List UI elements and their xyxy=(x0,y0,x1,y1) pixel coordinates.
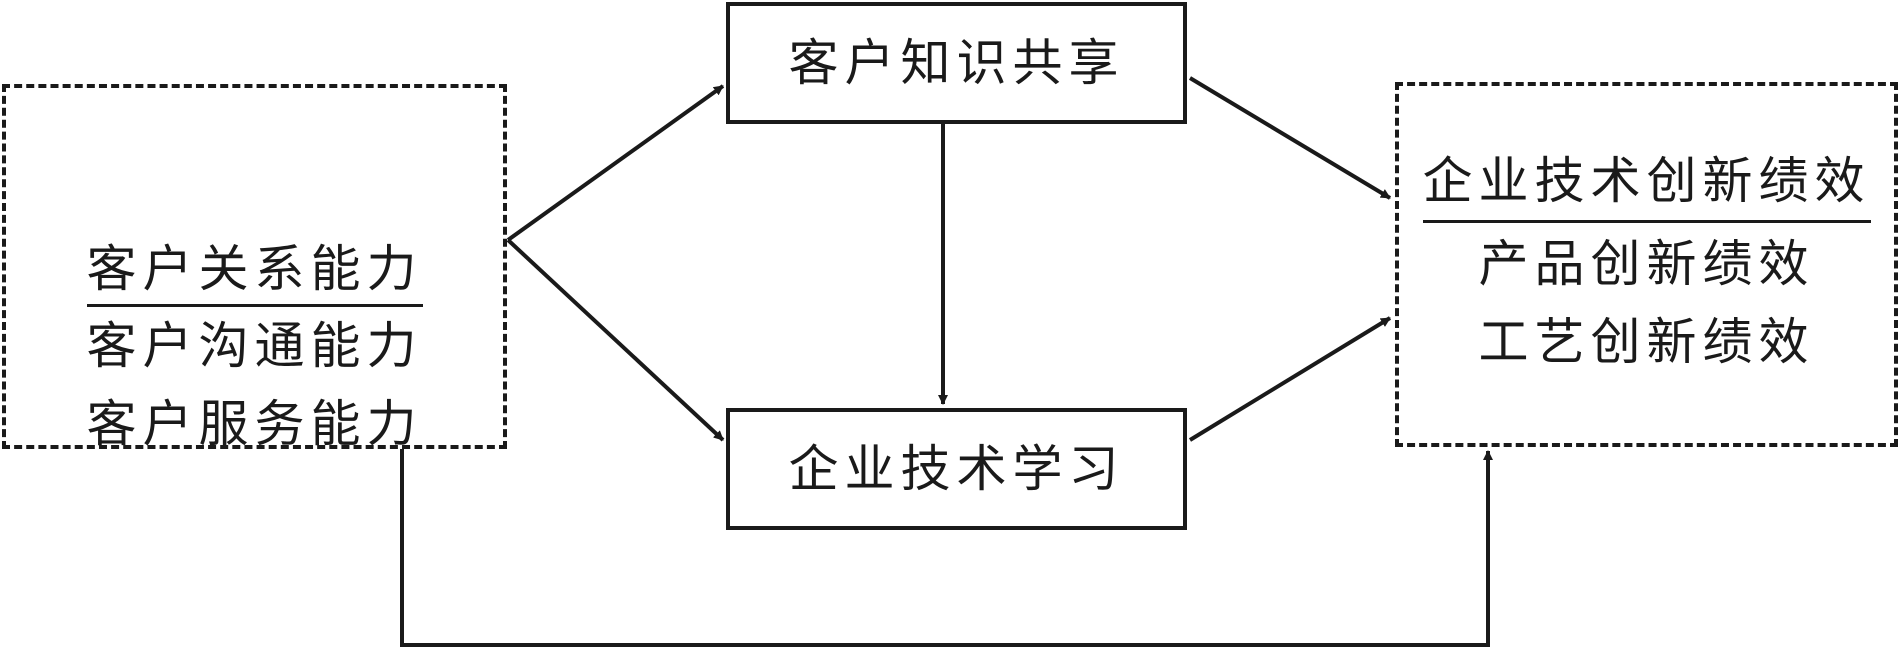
customer-knowledge-sharing-label: 客户知识共享 xyxy=(788,34,1125,92)
customer-service-label: 客户服务能力 xyxy=(86,395,423,453)
enterprise-technology-learning-label: 企业技术学习 xyxy=(788,440,1125,498)
arrow-left-to-top xyxy=(506,84,725,242)
customer-knowledge-sharing-box: 客户知识共享 xyxy=(726,2,1187,124)
technology-innovation-performance-box: 企业技术创新绩效 产品创新绩效 工艺创新绩效 xyxy=(1395,82,1898,447)
customer-communication-label: 客户沟通能力 xyxy=(86,317,423,375)
product-innovation-label: 产品创新绩效 xyxy=(1478,235,1815,293)
innovation-performance-dimensions: 企业技术创新绩效 产品创新绩效 工艺创新绩效 xyxy=(1399,148,1894,381)
customer-relationship-dimensions: 客户关系能力 客户沟通能力 客户服务能力 xyxy=(6,236,503,463)
arrow-left-to-right-direct xyxy=(400,449,1493,647)
innovation-performance-title: 企业技术创新绩效 xyxy=(1422,148,1871,223)
customer-relationship-title: 客户关系能力 xyxy=(86,236,423,307)
arrow-left-to-bottom xyxy=(506,238,725,442)
arrow-top-to-right xyxy=(1188,76,1392,200)
enterprise-technology-learning-box: 企业技术学习 xyxy=(726,408,1187,530)
customer-relationship-capability-box: 客户关系能力 客户沟通能力 客户服务能力 xyxy=(2,84,507,453)
arrow-bottom-to-right xyxy=(1188,316,1392,442)
process-innovation-label: 工艺创新绩效 xyxy=(1478,313,1815,371)
